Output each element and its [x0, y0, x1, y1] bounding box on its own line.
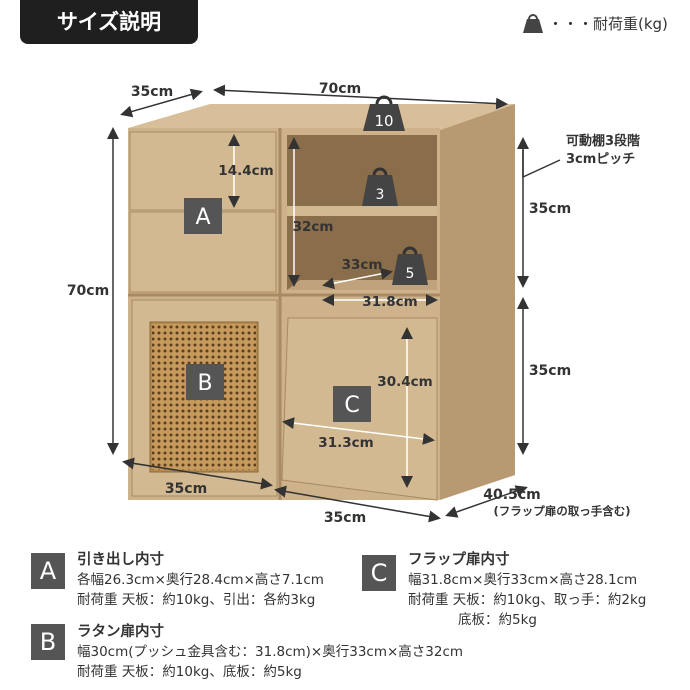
spec-b-badge: B: [31, 624, 65, 660]
spec-b-line1: 幅30cm(プッシュ金具含む：31.8cm)×奥行33cm×高さ32cm: [77, 644, 464, 660]
page-title: サイズ説明: [20, 0, 198, 44]
spec-a-line1: 各幅26.3cm×奥行28.4cm×高さ7.1cm: [77, 572, 324, 588]
weight-icon: [392, 246, 428, 285]
inner-shelf-h: 32cm: [293, 219, 334, 235]
spec-c: フラップ扉内寸 幅31.8cm×奥行33cm×高さ28.1cm 耐荷重 天板：約…: [408, 550, 646, 630]
dim-bottom-left: 35cm: [165, 481, 207, 497]
spec-a-line2: 耐荷重 天板：約10kg、引出：各約3kg: [77, 592, 316, 608]
weight-icon: [363, 95, 405, 131]
cabinet-top: [128, 104, 515, 130]
dim-bottom-front: 35cm: [324, 510, 366, 526]
spec-b-heading: ラタン扉内寸: [77, 624, 164, 640]
weight-icon: [523, 14, 543, 33]
dim-top-width: 70cm: [319, 81, 361, 97]
spec-c-line3: 底板：約5kg: [458, 612, 537, 628]
inner-shelf-w: 31.8cm: [362, 294, 417, 310]
shelf-note-line1: 可動棚3段階: [566, 134, 641, 149]
weight-top: 10: [374, 112, 393, 130]
spec-a-badge: A: [31, 553, 65, 589]
weight-icon: [362, 167, 398, 206]
shelf-note: 可動棚3段階 3cmピッチ: [566, 133, 640, 169]
inner-flap-h: 30.4cm: [377, 374, 432, 390]
cabinet-illustration: 10 3 5 A B C 35cm 70cm 70cm 35cm 35cm 35…: [67, 81, 631, 526]
label-a: A: [195, 205, 210, 230]
dim-depth-note: (フラップ扉の取っ手含む): [493, 504, 630, 518]
label-b: B: [197, 371, 212, 396]
spec-a: 引き出し内寸 各幅26.3cm×奥行28.4cm×高さ7.1cm 耐荷重 天板：…: [77, 550, 324, 610]
dim-depth-handle: 40.5cm: [483, 487, 540, 503]
spec-a-heading: 引き出し内寸: [77, 552, 164, 568]
spec-c-line2: 耐荷重 天板：約10kg、取っ手：約2kg: [408, 592, 647, 608]
dim-right-upper: 35cm: [529, 201, 571, 217]
dim-right-lower: 35cm: [529, 363, 571, 379]
inner-drawer-h: 14.4cm: [218, 163, 273, 179]
spec-b: ラタン扉内寸 幅30cm(プッシュ金具含む：31.8cm)×奥行33cm×高さ3…: [77, 622, 463, 682]
dim-height: 70cm: [67, 283, 109, 299]
shelf-note-line2: 3cmピッチ: [566, 152, 636, 167]
dim-top-depth: 35cm: [131, 84, 173, 100]
weight-legend: ・・・耐荷重(kg): [522, 12, 668, 34]
label-c: C: [344, 393, 359, 418]
spec-c-badge: C: [362, 555, 396, 591]
spec-c-line1: 幅31.8cm×奥行33cm×高さ28.1cm: [408, 572, 638, 588]
drawer-top: [129, 131, 277, 211]
inner-flap-w: 31.3cm: [318, 435, 373, 451]
weight-shelf: 3: [376, 187, 385, 203]
legend-text: ・・・耐荷重(kg): [548, 14, 668, 33]
spec-c-heading: フラップ扉内寸: [408, 552, 510, 568]
spec-b-line2: 耐荷重 天板：約10kg、底板：約5kg: [77, 664, 302, 680]
cabinet-side: [440, 104, 515, 500]
inner-shelf-d: 33cm: [342, 257, 383, 273]
weight-bottom: 5: [406, 266, 415, 282]
